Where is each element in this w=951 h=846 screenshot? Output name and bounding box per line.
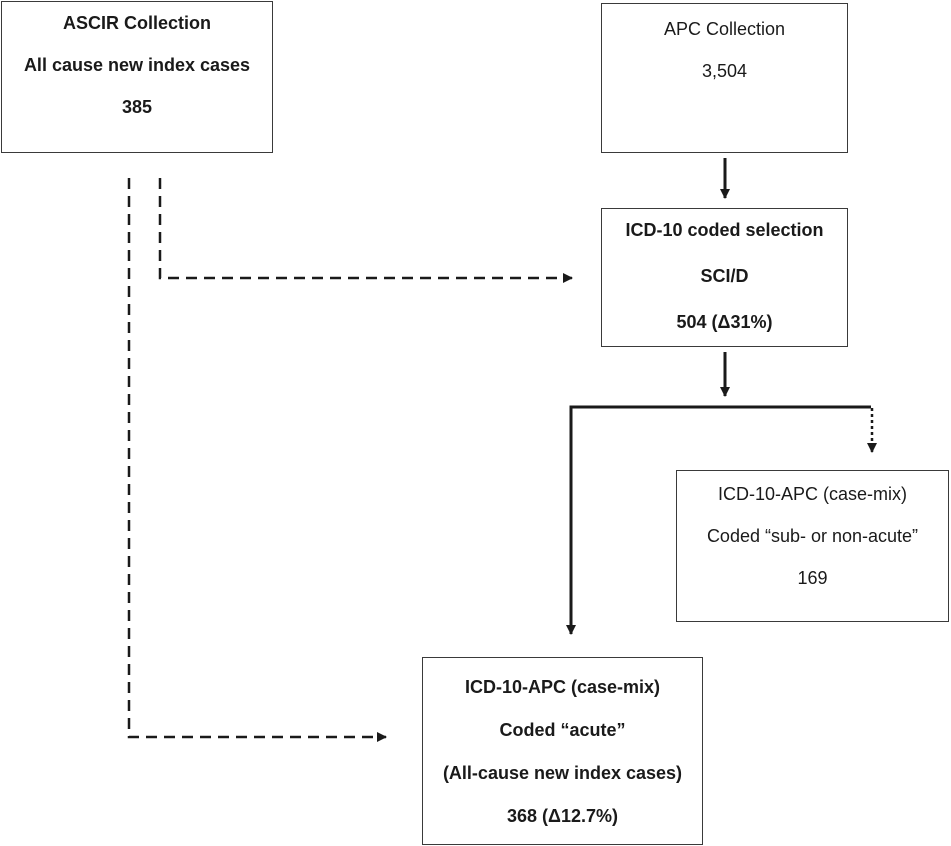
ascir-subtitle: All cause new index cases [23, 55, 251, 75]
subacute-subtitle: Coded “sub- or non-acute” [706, 526, 919, 546]
icd10-selection-box: ICD-10 coded selection SCI/D 504 (Δ31%) [601, 208, 848, 347]
subacute-box: ICD-10-APC (case-mix) Coded “sub- or non… [676, 470, 949, 622]
dashed-arrow-ascir-to-acute [127, 178, 387, 742]
ascir-title: ASCIR Collection [62, 13, 211, 33]
acute-title: ICD-10-APC (case-mix) [464, 677, 661, 697]
apc-collection-box: APC Collection 3,504 [601, 3, 848, 153]
subacute-count: 169 [797, 568, 828, 588]
acute-count: 368 (Δ12.7%) [507, 806, 618, 826]
icd10-title: ICD-10 coded selection [625, 220, 824, 240]
acute-subtitle: Coded “acute” [499, 720, 626, 740]
ascir-count: 385 [121, 97, 153, 117]
dashed-arrow-ascir-to-icd10 [158, 178, 573, 283]
acute-note: (All-cause new index cases) [442, 763, 683, 783]
apc-title: APC Collection [663, 19, 786, 39]
acute-box: ICD-10-APC (case-mix) Coded “acute” (All… [422, 657, 703, 845]
ascir-collection-box: ASCIR Collection All cause new index cas… [1, 1, 273, 153]
arrow-split-to-acute [566, 405, 871, 635]
icd10-subtitle: SCI/D [700, 266, 749, 286]
icd10-count: 504 (Δ31%) [676, 312, 773, 332]
subacute-title: ICD-10-APC (case-mix) [717, 484, 908, 504]
apc-count: 3,504 [701, 61, 748, 81]
